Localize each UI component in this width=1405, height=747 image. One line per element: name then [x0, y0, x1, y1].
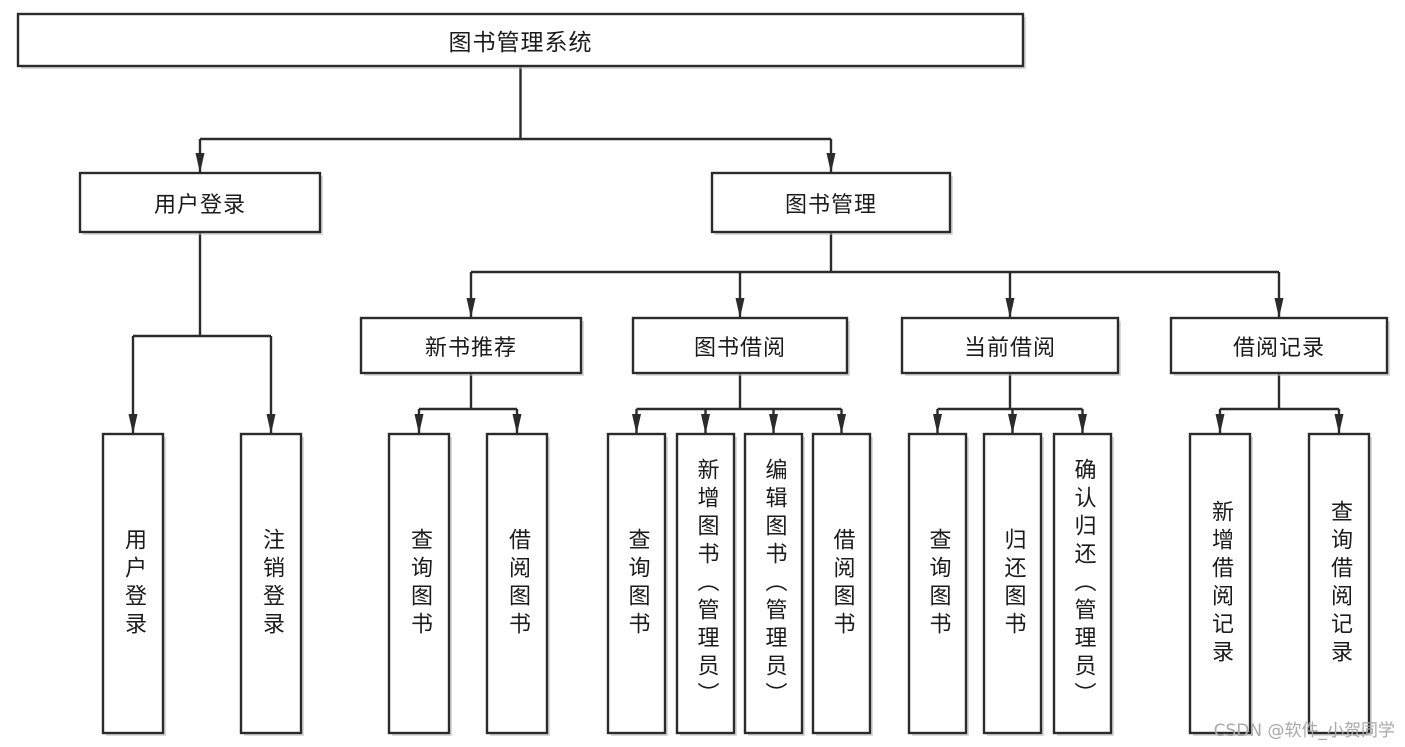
arrow-head-icon: [826, 153, 836, 173]
node-box-leaf-user-logout[interactable]: [239, 432, 303, 735]
arrow-head-icon: [1008, 414, 1017, 434]
arrow-head-icon: [735, 298, 745, 318]
node-box-leaf-add-book[interactable]: [675, 432, 736, 735]
node-box-leaf-query-book-3[interactable]: [907, 432, 968, 735]
node-box-current-borrow[interactable]: [900, 316, 1120, 375]
node-box-leaf-borrow-book-2[interactable]: [811, 432, 872, 735]
arrow-head-icon: [1078, 414, 1087, 434]
node-box-leaf-query-book-1[interactable]: [387, 432, 451, 735]
arrow-head-icon: [632, 414, 641, 434]
arrow-head-icon: [933, 414, 942, 434]
node-box-book-borrow[interactable]: [631, 316, 849, 375]
node-box-leaf-edit-book[interactable]: [743, 432, 804, 735]
node-box-leaf-user-login[interactable]: [101, 432, 165, 735]
arrow-head-icon: [128, 414, 138, 434]
arrow-head-icon: [837, 414, 846, 434]
node-box-leaf-return-book[interactable]: [982, 432, 1043, 735]
node-box-root[interactable]: [16, 12, 1025, 68]
node-box-user-login[interactable]: [78, 171, 322, 234]
node-box-borrow-record[interactable]: [1169, 316, 1389, 375]
node-box-book-manage[interactable]: [710, 171, 952, 234]
node-box-new-book-recommend[interactable]: [359, 316, 583, 375]
csdn-watermark: CSDN @软件_小贺同学: [1213, 721, 1395, 741]
node-box-leaf-query-book-2[interactable]: [606, 432, 667, 735]
arrow-head-icon: [701, 414, 710, 434]
arrow-head-icon: [769, 414, 778, 434]
arrow-head-icon: [266, 414, 276, 434]
edges-layer: [128, 66, 1344, 434]
arrow-head-icon: [1005, 298, 1015, 318]
node-box-leaf-confirm-return[interactable]: [1052, 432, 1113, 735]
arrow-head-icon: [466, 298, 476, 318]
arrow-head-icon: [414, 414, 424, 434]
arrow-head-icon: [1215, 414, 1225, 434]
node-box-leaf-query-record[interactable]: [1307, 432, 1371, 735]
arrow-head-icon: [512, 414, 522, 434]
arrow-head-icon: [195, 153, 205, 173]
arrow-head-icon: [1274, 298, 1284, 318]
node-box-leaf-add-record[interactable]: [1188, 432, 1252, 735]
arrow-head-icon: [1334, 414, 1344, 434]
node-boxes-layer: [16, 12, 1389, 735]
node-box-leaf-borrow-book-1[interactable]: [485, 432, 549, 735]
